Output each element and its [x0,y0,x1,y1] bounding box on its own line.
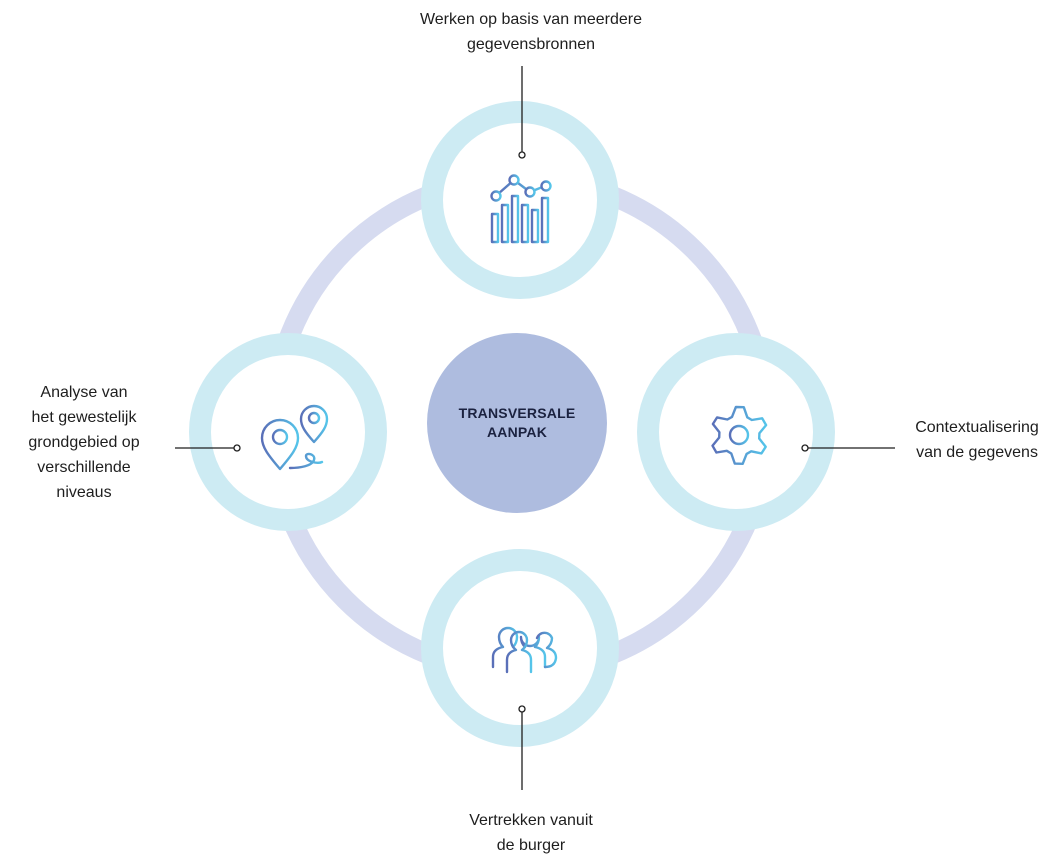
center-label-line: AANPAK [486,424,548,440]
node-right [637,333,835,531]
label-right-line: Contextualisering [915,419,1039,436]
people-group-icon [491,626,558,674]
node-left [189,333,387,531]
label-left-line: het gewestelijk [31,409,137,426]
label-top-line: Werken op basis van meerdere [419,11,643,28]
connector-top [518,66,526,159]
label-bottom-line: de burger [496,837,566,854]
node-bottom [421,549,619,747]
label-right: Contextualisering van de gegevens [892,415,1062,465]
label-top: Werken op basis van meerdere gegevensbro… [331,7,731,57]
label-left-line: grondgebied op [28,434,140,451]
center-label: TRANSVERSALE AANPAK [427,333,607,513]
label-bottom: Vertrekken vanuit de burger [381,808,681,858]
label-left-line: niveaus [56,484,112,501]
connector-bottom [518,705,526,790]
gear-icon [711,405,768,465]
center-label-line: TRANSVERSALE [458,405,576,421]
node-top [421,101,619,299]
map-pins-icon [260,404,329,471]
label-left-line: Analyse van [40,384,128,401]
label-left-line: verschillende [37,459,131,476]
connector-right [801,444,895,452]
label-right-line: van de gegevens [916,444,1038,461]
label-top-line: gegevensbronnen [466,36,596,53]
connector-left [175,444,241,452]
center-circle [427,333,607,513]
bar-chart-icon [487,174,558,245]
label-bottom-line: Vertrekken vanuit [469,812,593,829]
label-left: Analyse van het gewestelijk grondgebied … [0,380,168,505]
